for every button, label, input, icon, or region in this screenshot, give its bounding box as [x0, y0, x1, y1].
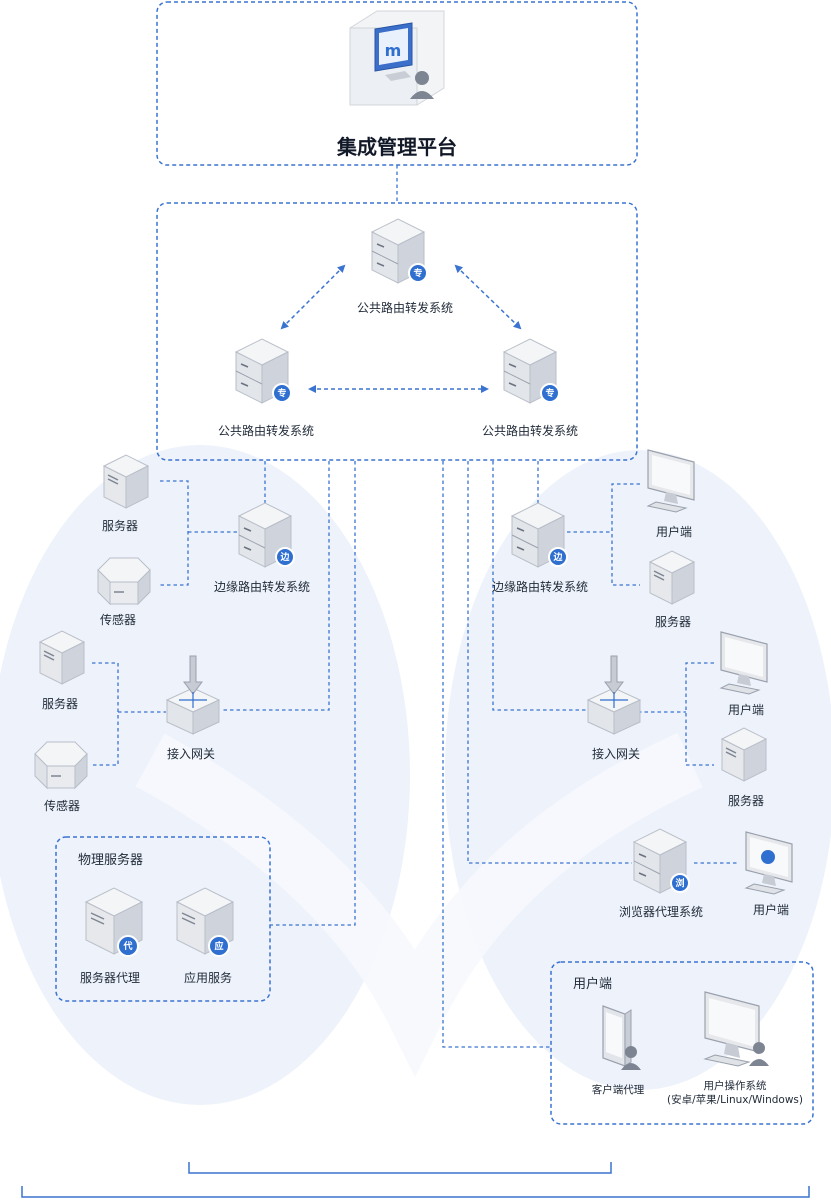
left-gateway-server-icon: [38, 630, 86, 685]
connector-lines: [92, 165, 738, 1048]
app-service-badge: 应: [214, 940, 223, 952]
left-edge-router-label: 边缘路由转发系统: [213, 580, 311, 594]
server-agent-icon: [84, 887, 144, 957]
right-edge-badge: 边: [552, 551, 563, 563]
core-left-label: 公共路由转发系统: [217, 424, 315, 438]
left-edge-server-label: 服务器: [101, 519, 139, 533]
browser-proxy-label: 浏览器代理系统: [618, 905, 704, 919]
right-gateway-server-icon: [720, 727, 768, 782]
user-client-box: [550, 961, 814, 1125]
left-edge-badge: 边: [279, 551, 290, 563]
client-agent-phone-icon: [602, 1005, 641, 1070]
right-edge-client-label: 用户端: [655, 525, 693, 539]
user-os-monitor-icon: [703, 991, 769, 1067]
right-gateway-label: 接入网关: [591, 747, 641, 761]
platform-title: 集成管理平台: [337, 135, 457, 159]
core-left-badge: 专: [277, 387, 286, 399]
physical-server-box: [55, 836, 271, 1002]
app-service-label: 应用服务: [183, 971, 233, 985]
server-agent-badge: 代: [122, 940, 132, 952]
bottom-brackets: [21, 1162, 810, 1198]
browser-proxy-badge: 浏: [675, 877, 684, 889]
physical-server-group-title: 物理服务器: [78, 853, 144, 868]
core-right-label: 公共路由转发系统: [481, 424, 579, 438]
core-arrows: [280, 264, 522, 393]
platform-workstation-icon: m: [349, 10, 445, 106]
client-agent-label: 客户端代理: [591, 1084, 645, 1096]
left-edge-server-icon: [102, 454, 150, 509]
right-gateway-client-label: 用户端: [727, 703, 765, 717]
user-os-label: 用户操作系统 (安卓/苹果/Linux/Windows): [667, 1079, 803, 1107]
core-top-label: 公共路由转发系统: [356, 301, 454, 315]
left-gateway-label: 接入网关: [166, 747, 216, 761]
core-top-badge: 专: [413, 267, 422, 279]
left-gateway-server-label: 服务器: [41, 697, 79, 711]
left-gateway-sensor-icon: [34, 741, 88, 790]
server-agent-label: 服务器代理: [79, 971, 141, 985]
left-edge-sensor-icon: [97, 557, 151, 606]
core-right-server-icon: [502, 338, 560, 404]
core-top-server-icon: [370, 218, 428, 284]
right-gateway-server-label: 服务器: [727, 794, 765, 808]
right-edge-router-label: 边缘路由转发系统: [491, 580, 589, 594]
right-edge-client-monitor-icon: [646, 449, 695, 513]
left-edge-router-icon: [237, 502, 295, 568]
user-os-label-line1: 用户操作系统: [703, 1080, 767, 1092]
user-client-group-title: 用户端: [573, 977, 613, 992]
browser-client-monitor-icon: [744, 831, 793, 895]
app-service-icon: [175, 887, 235, 957]
user-os-label-line2: (安卓/苹果/Linux/Windows): [667, 1094, 803, 1106]
left-edge-sensor-label: 传感器: [99, 613, 137, 627]
left-gateway-icon: [165, 655, 221, 735]
right-gateway-client-monitor-icon: [719, 631, 768, 695]
browser-proxy-server-icon: [632, 828, 690, 894]
right-edge-server-icon: [648, 550, 696, 605]
browser-client-label: 用户端: [752, 903, 790, 917]
svg-text:m: m: [385, 41, 402, 60]
left-gateway-sensor-label: 传感器: [43, 799, 81, 813]
right-edge-router-icon: [510, 502, 568, 568]
right-edge-server-label: 服务器: [654, 615, 692, 629]
core-left-server-icon: [234, 338, 292, 404]
core-right-badge: 专: [545, 387, 554, 399]
right-gateway-icon: [586, 655, 642, 735]
